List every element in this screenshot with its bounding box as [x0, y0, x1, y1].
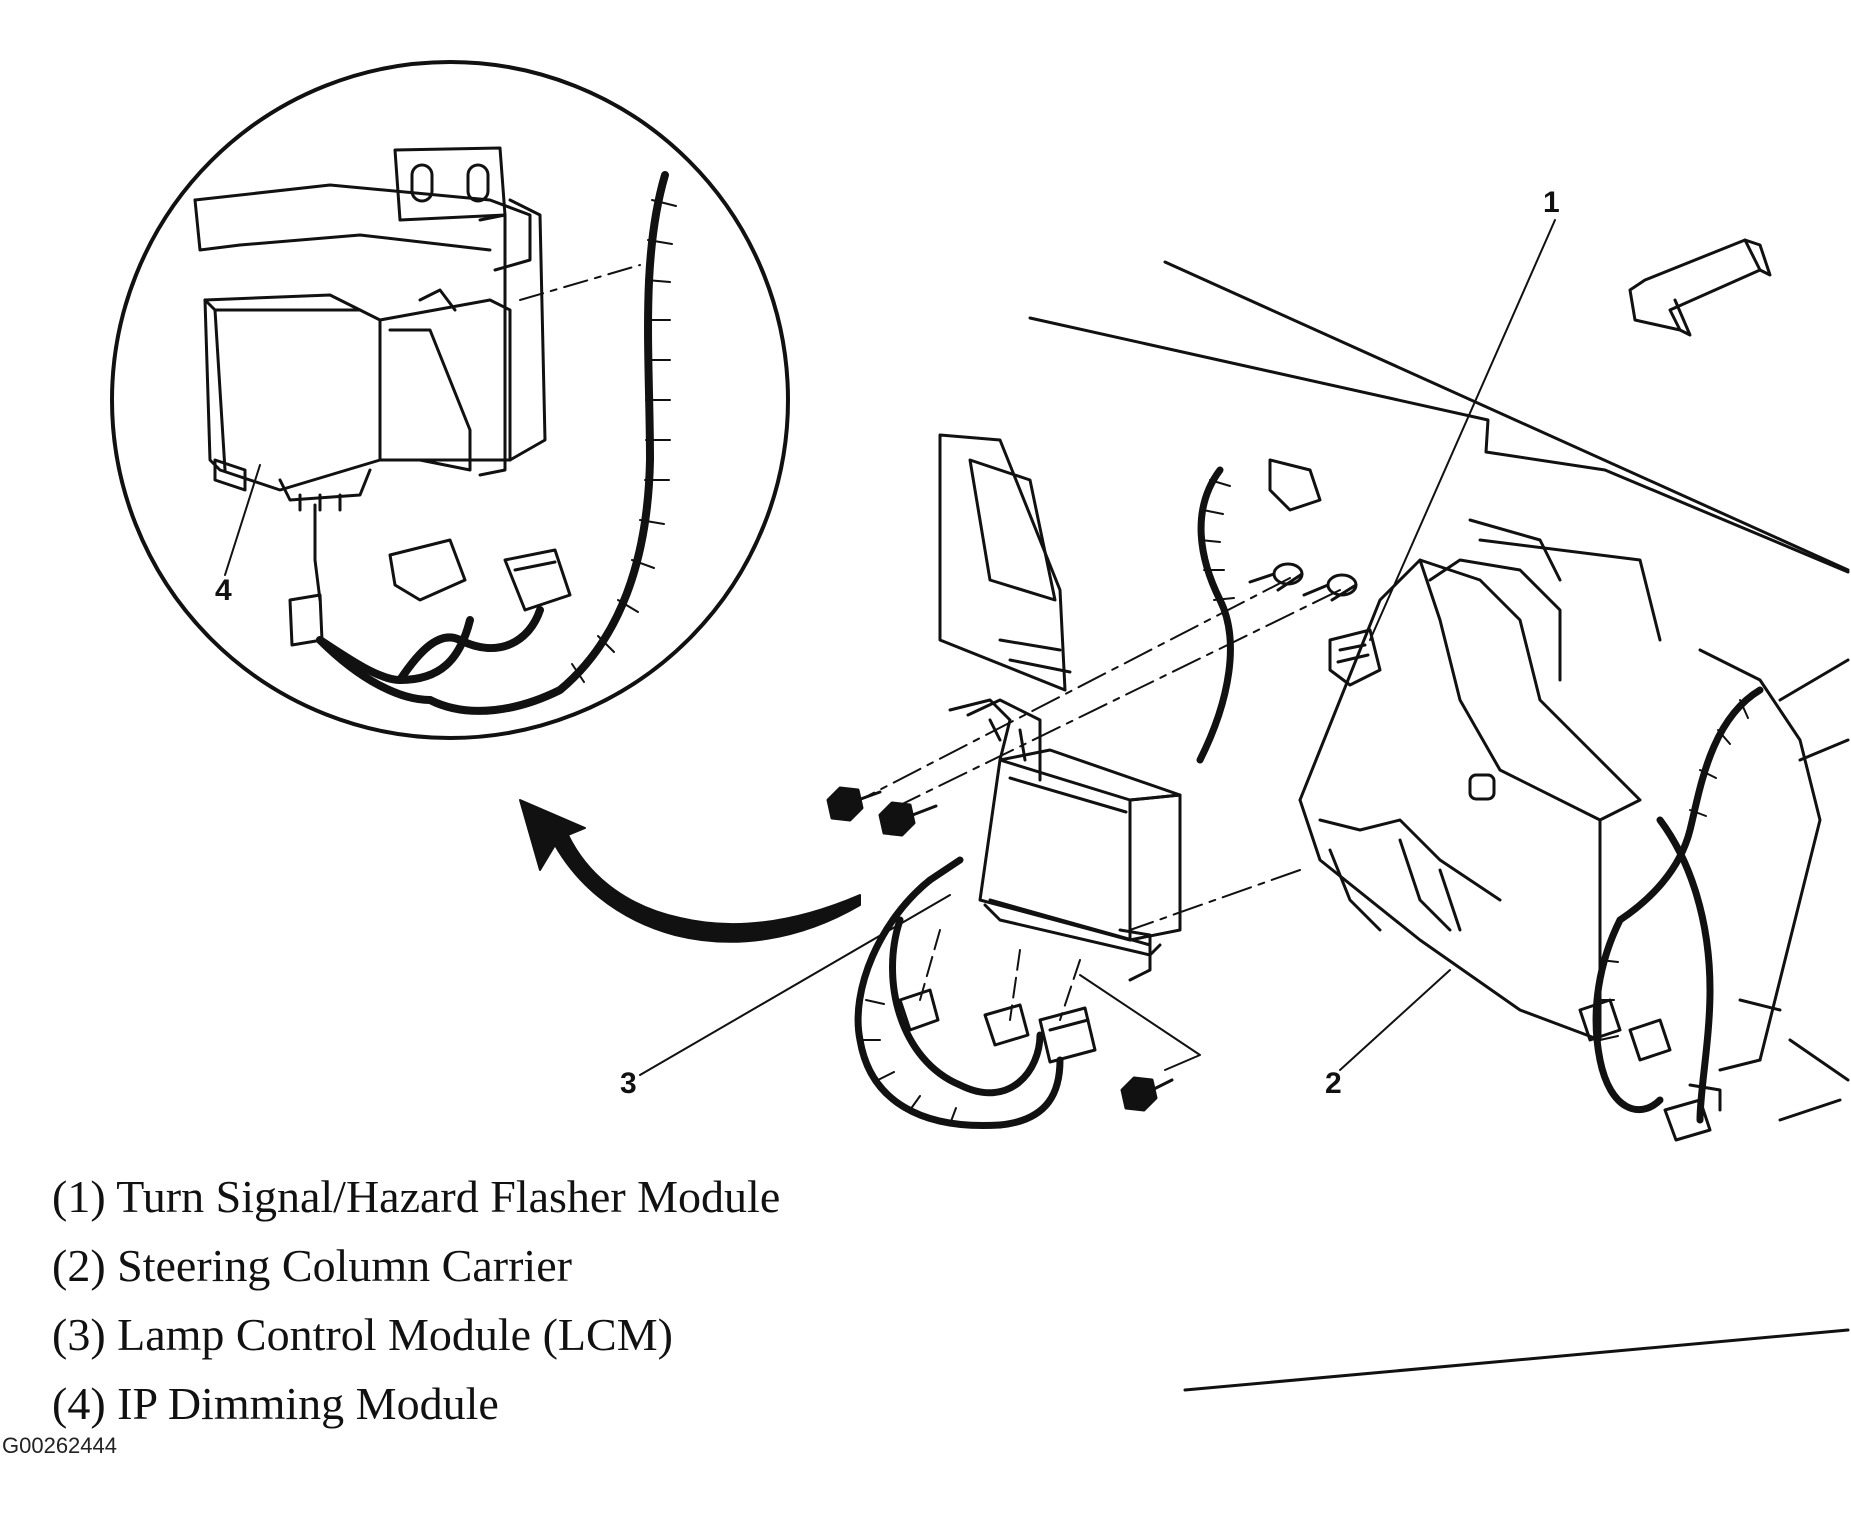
detail-module-lead [313, 503, 322, 602]
wire-harness-lcm-bands [861, 999, 957, 1125]
harness-connectors-right [1268, 458, 1712, 1142]
instrument-panel-outline [938, 260, 1850, 1392]
lamp-control-module-drawing [966, 698, 1182, 957]
mounting-bolts [826, 786, 1174, 1112]
wire-harness-lcm [854, 856, 1064, 1130]
detail-harness-connectors [288, 538, 572, 647]
callout-2: 2 [1325, 1067, 1342, 1100]
curved-pointer-arrow [519, 799, 861, 943]
ip-dimming-module-drawing [193, 146, 547, 512]
fastener-alignment-lines [859, 577, 1341, 931]
detail-alignment-line [519, 264, 641, 301]
mounting-studs [1248, 562, 1358, 602]
callout-4: 4 [215, 574, 232, 607]
detail-wire-harness-bands [571, 199, 677, 683]
connector-alignment-lines [919, 929, 1081, 1021]
harness-connectors-lcm [898, 988, 1097, 1064]
detail-view-circle [110, 60, 790, 740]
legend-item-4: (4) IP Dimming Module [52, 1378, 499, 1429]
detail-wire-harness [316, 171, 669, 715]
legend-item-1: (1) Turn Signal/Hazard Flasher Module [52, 1171, 781, 1222]
legend-item-3: (3) Lamp Control Module (LCM) [52, 1309, 673, 1360]
callout-1: 1 [1543, 186, 1560, 219]
front-direction-arrow [1628, 238, 1772, 337]
callout-leaders [224, 219, 1556, 1076]
callout-3: 3 [620, 1067, 637, 1100]
wire-harness-right-bands [1199, 479, 1749, 1041]
lcm-mounting-bracket [948, 698, 1152, 982]
wire-harness-right [1196, 466, 1764, 1124]
legend-item-2: (2) Steering Column Carrier [52, 1240, 572, 1291]
figure-code: G00262444 [2, 1433, 117, 1458]
flasher-module-connector [1328, 628, 1382, 687]
legend: (1) Turn Signal/Hazard Flasher Module (2… [52, 1162, 780, 1438]
